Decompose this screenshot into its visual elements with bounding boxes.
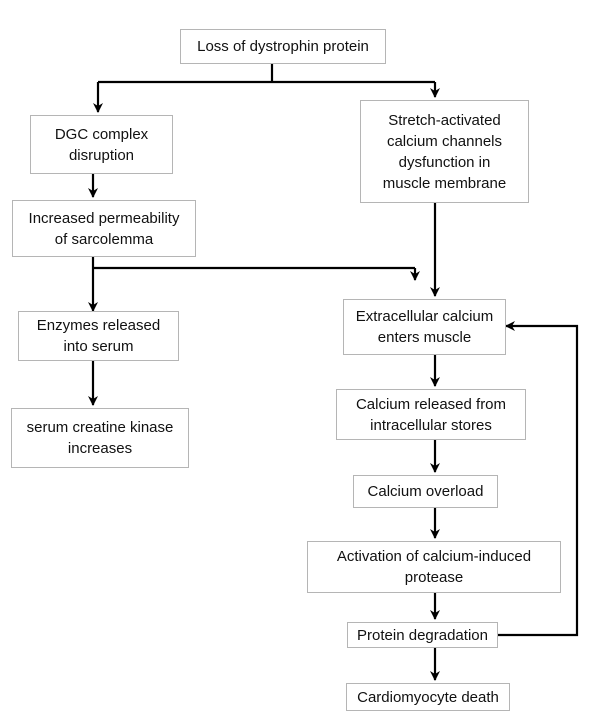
node-loss-dystrophin: Loss of dystrophin protein [180,29,386,64]
node-protein-degradation: Protein degradation [347,622,498,648]
node-extracellular-calcium: Extracellular calcium enters muscle [343,299,506,355]
node-calcium-released: Calcium released from intracellular stor… [336,389,526,440]
node-dgc-disruption: DGC complex disruption [30,115,173,174]
node-stretch-channels: Stretch-activated calcium channels dysfu… [360,100,529,203]
node-enzymes-released: Enzymes released into serum [18,311,179,361]
node-permeability: Increased permeability of sarcolemma [12,200,196,257]
feedback-loop-arrow [498,321,579,637]
node-cardiomyocyte-death: Cardiomyocyte death [346,683,510,711]
node-protease-activation: Activation of calcium-induced protease [307,541,561,593]
node-creatine-kinase: serum creatine kinase increases [11,408,189,468]
node-calcium-overload: Calcium overload [353,475,498,508]
